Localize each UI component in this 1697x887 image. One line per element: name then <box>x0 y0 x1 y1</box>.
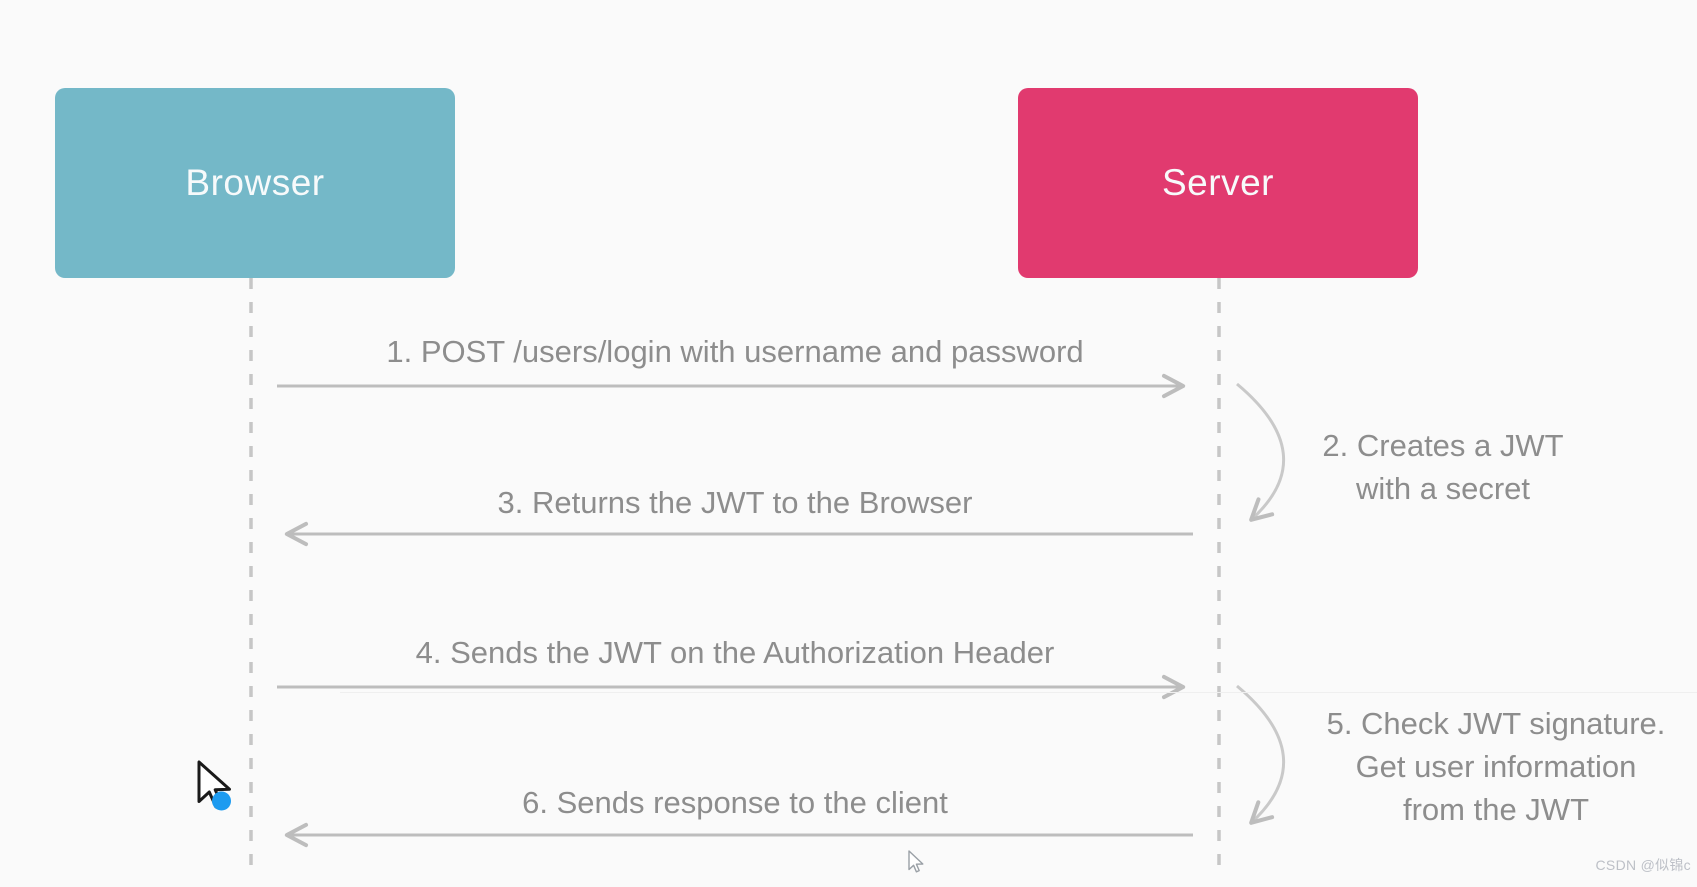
note-step-2: 2. Creates a JWT with a secret <box>1288 424 1598 510</box>
self-arrow-step-2 <box>1236 382 1286 522</box>
actor-box-server: Server <box>1018 88 1418 278</box>
cursor-arrow-shape <box>908 850 924 873</box>
message-6-label: 6. Sends response to the client <box>522 785 948 820</box>
cursor-pointer-faint-icon <box>908 850 924 873</box>
note-step-5-line1: 5. Check JWT signature. <box>1326 706 1666 741</box>
artifact-line <box>340 692 1697 693</box>
note-step-5: 5. Check JWT signature. Get user informa… <box>1301 702 1691 831</box>
actor-box-browser: Browser <box>55 88 455 278</box>
message-4-label: 4. Sends the JWT on the Authorization He… <box>415 635 1055 670</box>
note-step-2-line2: with a secret <box>1355 471 1530 506</box>
actor-label-browser: Browser <box>185 162 325 203</box>
click-indicator-dot <box>212 791 231 811</box>
self-arrow-step-5 <box>1236 684 1286 825</box>
message-1-label: 1. POST /users/login with username and p… <box>386 334 1084 369</box>
watermark: CSDN @似锦c <box>1595 857 1691 873</box>
note-step-5-line3: from the JWT <box>1402 792 1589 827</box>
actor-label-server: Server <box>1162 162 1274 203</box>
message-3-label: 3. Returns the JWT to the Browser <box>497 485 973 520</box>
note-step-5-line2: Get user information <box>1355 749 1637 784</box>
cursor-pointer-with-click-dot-icon <box>197 760 231 811</box>
note-step-2-line1: 2. Creates a JWT <box>1322 428 1564 463</box>
